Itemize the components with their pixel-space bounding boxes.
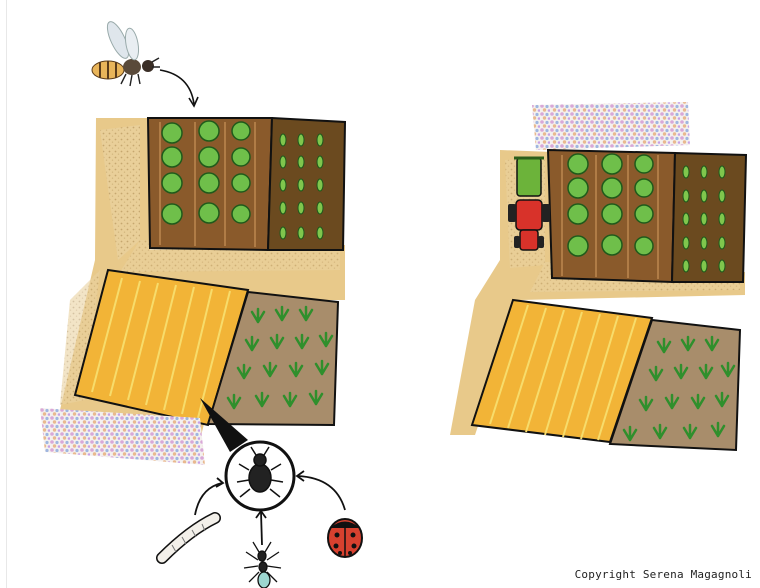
larva-icon: [162, 518, 215, 558]
arrow-ant-to-beetle: [261, 512, 262, 545]
right-flower-strip: [532, 102, 690, 150]
copyright-text: Copyright Serena Magagnoli: [575, 568, 752, 581]
left-farm: [40, 19, 362, 588]
bee-icon: [92, 19, 198, 106]
right-lettuces: [568, 154, 653, 256]
right-farm: [450, 102, 746, 450]
arrow-ladybug-to-beetle: [298, 476, 345, 510]
ant-icon: [244, 542, 281, 588]
arrow-larva-to-beetle: [195, 483, 222, 515]
ladybug-icon: [328, 519, 362, 557]
